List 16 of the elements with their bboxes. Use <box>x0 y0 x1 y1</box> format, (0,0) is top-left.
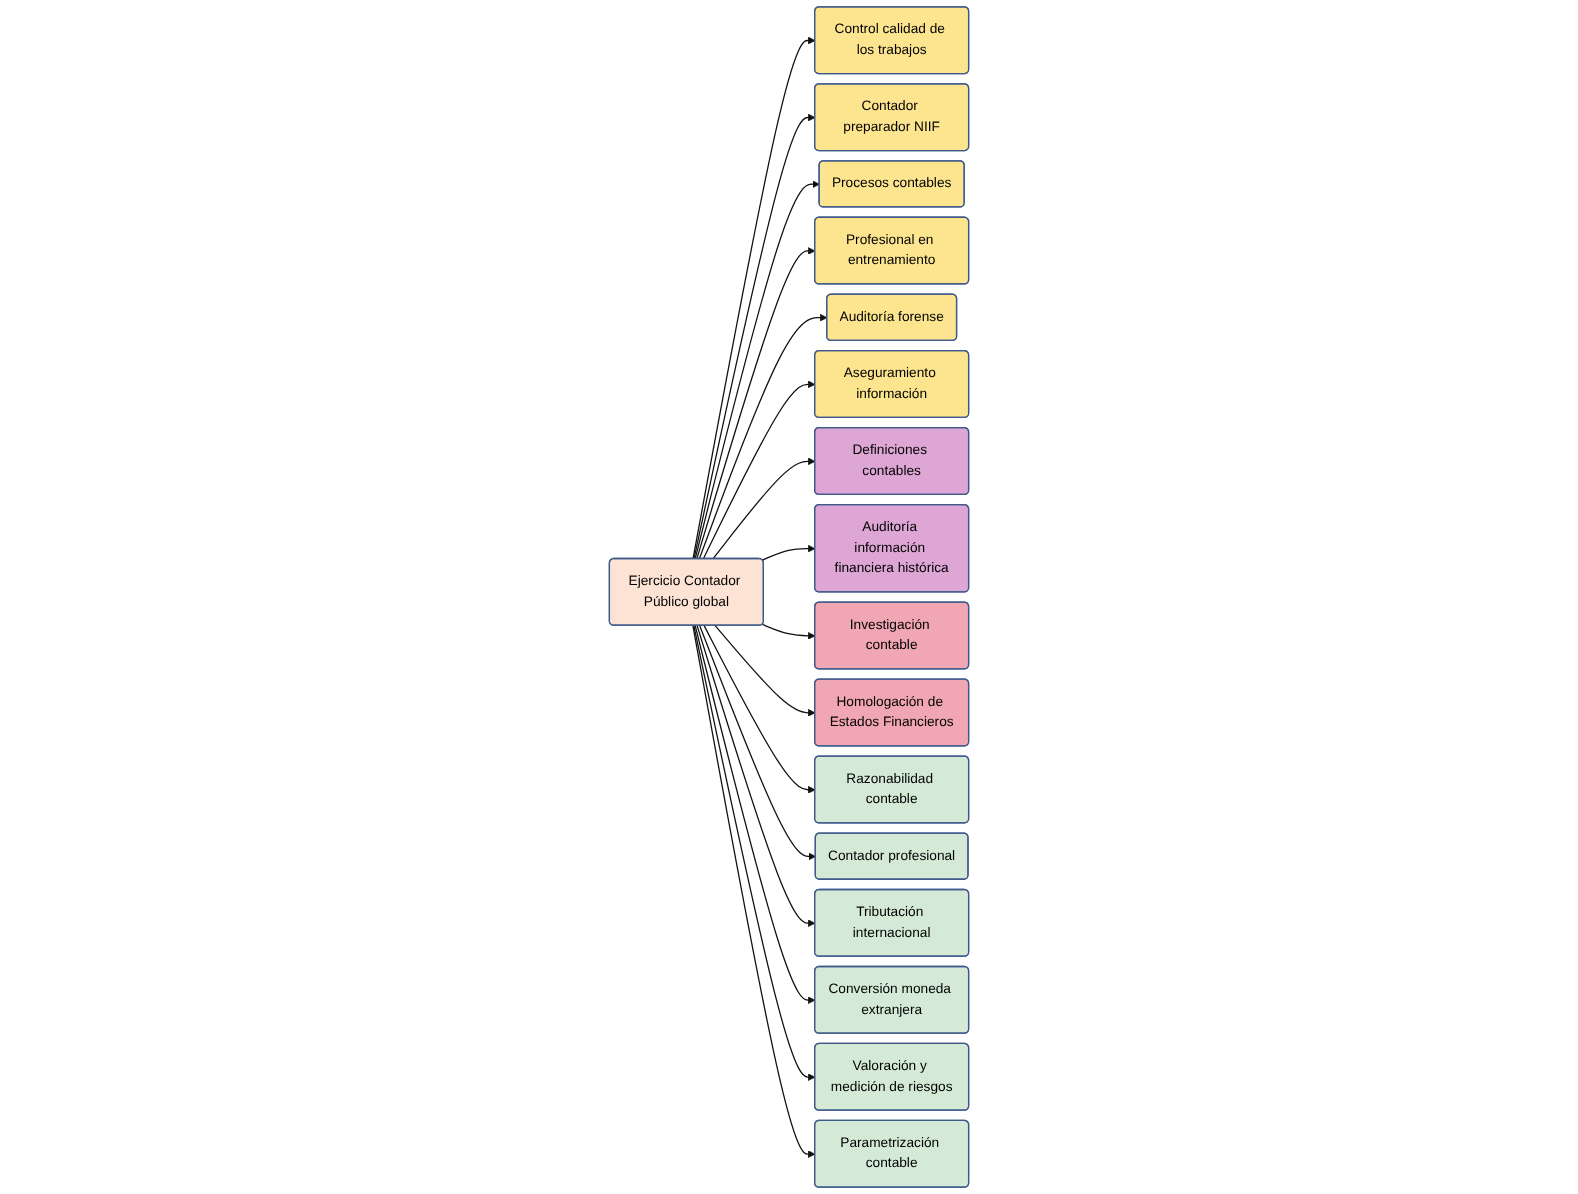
arrow <box>696 625 816 927</box>
arrow <box>696 247 816 560</box>
arrow <box>761 623 816 640</box>
arrow <box>699 625 817 861</box>
arrow <box>714 625 816 717</box>
arrow <box>694 180 820 560</box>
arrow <box>761 544 816 561</box>
arrow <box>712 457 816 560</box>
arrow <box>692 36 816 560</box>
arrow <box>702 380 816 560</box>
arrow <box>692 625 816 1158</box>
arrow <box>693 113 816 560</box>
arrow <box>693 625 816 1081</box>
arrow <box>694 625 816 1004</box>
arrow <box>703 625 816 794</box>
arrow <box>698 313 828 560</box>
